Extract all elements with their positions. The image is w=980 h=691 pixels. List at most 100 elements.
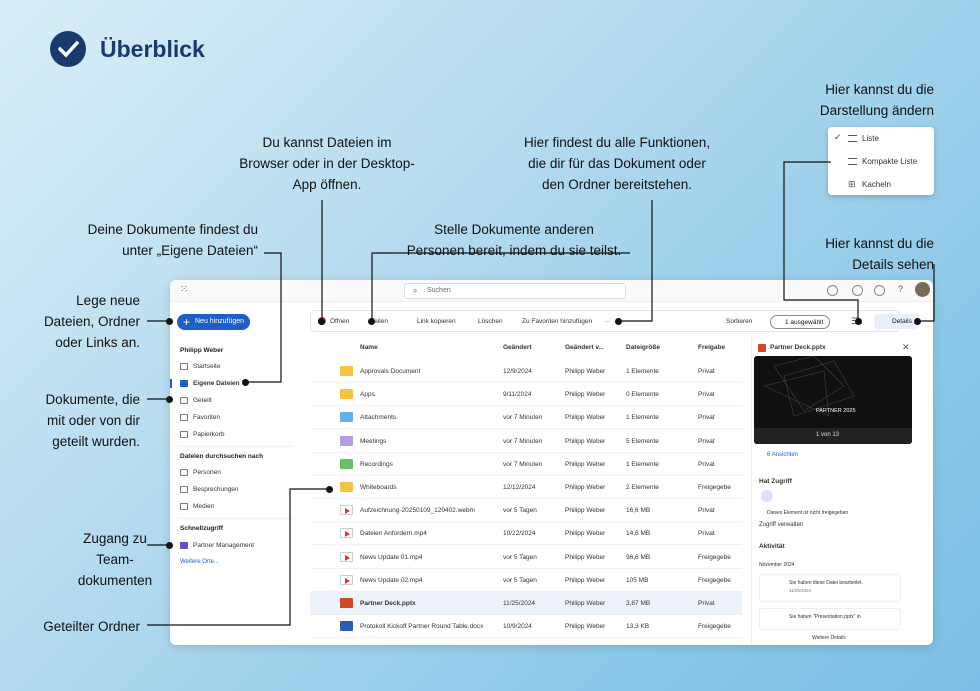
sidebar: +Neu hinzufügen Philipp Weber Startseite… [170,302,302,645]
file-name[interactable]: Apps [360,391,375,399]
sidebar-item-trash[interactable]: Papierkorb [180,431,224,441]
share-button[interactable]: Teilen [371,318,388,325]
column-size[interactable]: Dateigröße [626,344,660,351]
view-option-compact[interactable]: Kompakte Liste [862,157,918,166]
selection-indicator [170,379,172,388]
table-row[interactable]: Protokoll Kickoff Partner Round Table.do… [310,615,742,639]
sidebar-item-meetings[interactable]: Besprechungen [180,486,239,496]
open-button[interactable]: Öffnen [330,318,350,325]
connector-dot [326,486,333,493]
file-sharing: Freigegebe [698,623,731,631]
activity-text: Sie haben "Presentation.pptx" in [789,614,861,620]
copy-link-button[interactable]: Link kopieren [417,318,456,325]
command-bar: Öffnen Teilen Link kopieren Löschen Zu F… [310,310,919,332]
app-launcher-icon[interactable]: ⁙ [180,284,189,295]
file-modified-by: Philipp Weber [565,553,606,561]
page-indicator: 1 von 13 [816,432,840,438]
close-icon[interactable]: ✕ [902,342,910,352]
file-modified-by: Philipp Weber [565,507,606,515]
word-icon [340,621,353,632]
file-sharing: Privat [698,414,715,422]
sidebar-item-shared[interactable]: Geteilt [180,397,212,407]
file-name[interactable]: Attachments [360,414,397,422]
annotation-details: Hier kannst du die Details sehen [825,236,934,272]
sidebar-item-favorites[interactable]: Favoriten [180,414,220,424]
file-name[interactable]: Approvals Document [360,368,421,375]
browse-heading: Dateien durchsuchen nach [180,453,264,460]
connector-dot [242,379,249,386]
sidebar-item-label: Startseite [193,363,221,370]
sidebar-item-people[interactable]: Personen [180,469,221,479]
file-name[interactable]: Partner Deck.pptx [360,600,416,607]
favorite-button[interactable]: Zu Favoriten hinzufügen [522,318,593,325]
powerpoint-icon [340,598,353,608]
file-name[interactable]: News Update 02.mp4 [360,576,423,584]
file-name[interactable]: News Update 01.mp4 [360,553,423,561]
view-option-list[interactable]: Liste [862,134,879,143]
divider [178,446,293,447]
emoji-icon[interactable] [827,285,838,296]
delete-button[interactable]: Löschen [478,318,503,325]
slide-preview[interactable]: PARTNER 2025 1 von 13 [754,356,912,444]
file-name[interactable]: Aufzeichnung-20250109_120402.webm [360,507,475,515]
file-size: 1 Elemente [626,368,659,375]
sidebar-item-partner-management[interactable]: Partner Management [180,542,254,552]
file-name[interactable]: Meetings [360,437,387,445]
sidebar-item-my-files[interactable]: Eigene Dateien [180,380,240,390]
file-sharing: Privat [698,391,715,399]
column-name[interactable]: Name [360,344,378,351]
sort-button[interactable]: Sortieren [726,318,753,325]
file-size: 2 Elemente [626,484,659,491]
sidebar-item-media[interactable]: Medien [180,503,214,513]
file-sharing: Privat [698,507,715,515]
column-modified-by[interactable]: Geändert v... [565,344,604,351]
tiles-icon: ⊞ [848,179,856,189]
manage-access-link[interactable]: Zugriff verwalten [759,522,804,528]
file-name[interactable]: Dateien Anfordern.mp4 [360,530,427,538]
file-name[interactable]: Protokoll Kickoff Partner Round Table.do… [360,623,484,631]
details-pane: Partner Deck.pptx ✕ PARTNER 2025 1 von 1… [751,338,915,645]
gear-icon[interactable] [874,285,885,296]
file-size: 14,6 MB [626,530,651,538]
file-name[interactable]: Recordings [360,460,393,468]
avatar[interactable] [915,282,930,297]
file-size: 1 Elemente [626,460,659,468]
search-input[interactable]: ⌕ Suchen [404,283,626,299]
new-button[interactable]: +Neu hinzufügen [177,314,250,330]
folder-icon [340,435,353,446]
more-places-link[interactable]: Weitere Orte... [180,559,219,565]
view-option-tiles[interactable]: Kacheln [862,180,891,189]
star-icon [180,414,188,421]
sidebar-user: Philipp Weber [180,347,224,354]
file-modified-by: Philipp Weber [565,437,606,445]
help-icon[interactable]: ? [898,284,904,294]
connector-dot [855,318,862,325]
file-name[interactable]: Whiteboards [360,484,397,491]
file-modified: 12/9/2024 [503,368,532,375]
file-modified: vor 7 Minuten [503,414,543,422]
column-modified[interactable]: Geändert [503,344,532,351]
more-details-link[interactable]: Weitere Details [812,635,846,641]
video-icon [340,551,353,562]
sidebar-item-home[interactable]: Startseite [180,363,220,373]
selected-count-button[interactable]: 1 ausgewählt [770,315,831,329]
connector-dot [615,318,622,325]
more-button[interactable]: ··· [604,318,611,325]
views-count[interactable]: 6 Ansichten [767,452,799,458]
notification-icon[interactable] [852,285,863,296]
details-button[interactable]: Details [874,314,919,329]
file-sharing: Freigegebe [698,553,731,561]
folder-icon [340,482,353,492]
column-sharing[interactable]: Freigabe [698,344,726,351]
